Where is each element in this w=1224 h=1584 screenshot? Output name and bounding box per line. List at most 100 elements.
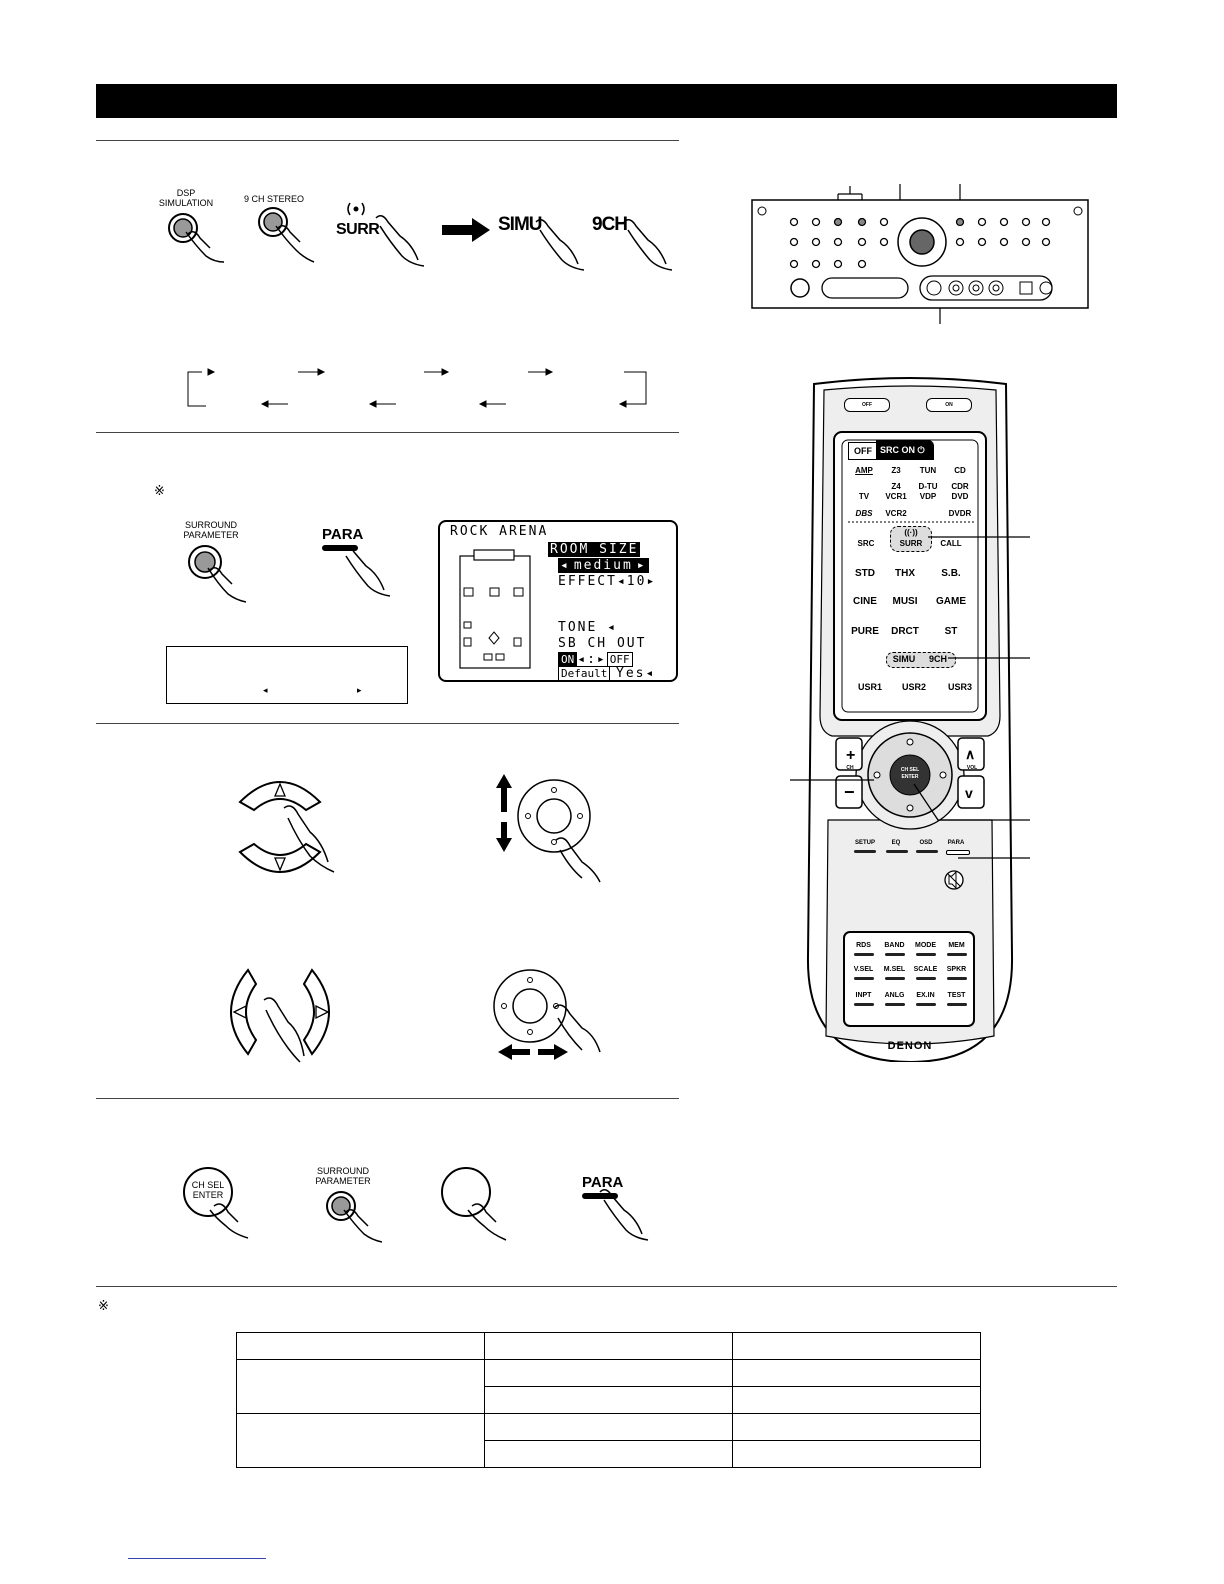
ch-sel-enter-button[interactable]: CH SEL ENTER [182, 1166, 266, 1247]
jog-dial-left-right[interactable] [490, 962, 620, 1066]
osd-default[interactable]: Default [558, 666, 611, 681]
osd-yes[interactable]: Yes [616, 666, 646, 681]
remote-vsel[interactable]: V.SEL [853, 966, 874, 973]
mode-cycle-diagram [187, 368, 647, 408]
speaker-layout-icon [459, 549, 531, 669]
remote-mem[interactable]: MEM [948, 942, 965, 949]
remote-dtu-vdp[interactable]: D-TU VDP [918, 482, 938, 501]
remote-inpt[interactable]: INPT [855, 992, 872, 999]
remote-anlg[interactable]: ANLG [884, 992, 905, 999]
remote-9ch[interactable]: 9CH [928, 654, 947, 664]
osd-on[interactable]: ON [558, 652, 578, 667]
remote-call[interactable]: CALL [940, 539, 962, 548]
osd-sb-ch-out[interactable]: SB CH OUT [558, 636, 647, 651]
pointing-hand-icon [341, 545, 391, 597]
remote-mode[interactable]: MODE [915, 942, 936, 949]
remote-tv[interactable]: TV [858, 492, 870, 501]
remote-src[interactable]: SRC [857, 539, 875, 548]
remote-tab-off[interactable]: OFF [848, 442, 878, 460]
table-row [237, 1440, 981, 1468]
osd-tone[interactable]: TONE [558, 620, 598, 635]
remote-setup[interactable]: SETUP [854, 840, 875, 846]
remote-cine[interactable]: CINE [853, 596, 877, 607]
osd-off[interactable]: OFF [606, 652, 633, 667]
pointing-hand-icon [623, 219, 673, 271]
surround-parameter-button[interactable] [322, 1190, 402, 1251]
osd-room-size[interactable]: ROOM SIZE [548, 542, 641, 557]
jog-dial-up-down[interactable] [490, 770, 640, 890]
remote-simu-9ch: SIMU 9CH [886, 652, 956, 668]
surr-button[interactable]: SURR [336, 200, 380, 239]
remote-usr2[interactable]: USR2 [901, 682, 926, 692]
divider [96, 723, 679, 724]
remote-test[interactable]: TEST [947, 992, 966, 999]
para-button[interactable]: PARA [322, 526, 363, 551]
remote-body: + − ∧ v [806, 377, 1014, 1062]
remote-st[interactable]: ST [944, 626, 958, 637]
remote-drct[interactable]: DRCT [891, 626, 919, 637]
footnote-mark: ※ [98, 1298, 109, 1313]
remote-z4-vcr1[interactable]: Z4 VCR1 [885, 482, 907, 501]
display-panel: ◂ ▸ [166, 646, 408, 704]
9ch-stereo-button[interactable] [256, 206, 336, 273]
divider [96, 1286, 1117, 1287]
left-right-cursor-buttons[interactable] [224, 966, 344, 1066]
remote-std[interactable]: STD [855, 568, 875, 579]
remote-cdr-dvd[interactable]: CDR DVD [951, 482, 969, 501]
up-down-cursor-buttons[interactable] [236, 770, 326, 886]
remote-vcr2[interactable]: VCR2 [885, 509, 907, 518]
divider [96, 432, 679, 433]
divider [96, 140, 679, 141]
simu-button[interactable]: SIMU [498, 214, 542, 235]
right-arrow-icon: ▸ [357, 685, 362, 695]
remote-amp[interactable]: AMP [855, 466, 873, 475]
remote-tab-src-on[interactable]: SRC ON ⏻ [876, 440, 934, 460]
remote-eq[interactable]: EQ [891, 840, 901, 846]
remote-usr1[interactable]: USR1 [857, 682, 882, 692]
remote-enter-button[interactable]: CH SEL ENTER [900, 767, 920, 780]
osd-effect-value: 10 [626, 574, 647, 589]
surr-label: SURR [336, 221, 380, 238]
dsp-simulation-label: DSP SIMULATION [158, 188, 214, 208]
pointing-hand-icon [283, 805, 335, 873]
remote-sb[interactable]: S.B. [941, 568, 961, 579]
remote-osd[interactable]: OSD [919, 840, 933, 846]
para-label: PARA [582, 1174, 624, 1191]
remote-off-button[interactable]: OFF [844, 398, 890, 412]
remote-dvdr[interactable]: DVDR [948, 509, 972, 518]
remote-musi[interactable]: MUSI [892, 596, 918, 607]
remote-cd[interactable]: CD [954, 466, 966, 475]
remote-surr[interactable]: ((·)) SURR [890, 526, 932, 552]
9ch-button[interactable]: 9CH [592, 214, 628, 235]
remote-simu[interactable]: SIMU [892, 654, 916, 664]
dsp-simulation-button[interactable] [166, 212, 246, 273]
remote-spkr[interactable]: SPKR [946, 966, 967, 973]
remote-band[interactable]: BAND [884, 942, 905, 949]
remote-vol-label: VOL [966, 765, 978, 771]
remote-dbs[interactable]: DBS [855, 509, 873, 518]
press-button-icon [188, 545, 247, 603]
osd-effect[interactable]: EFFECT [558, 574, 617, 589]
remote-game[interactable]: GAME [936, 596, 966, 607]
remote-msel[interactable]: M.SEL [883, 966, 906, 973]
remote-tun[interactable]: TUN [919, 466, 937, 475]
remote-on-button[interactable]: ON [926, 398, 972, 412]
remote-para[interactable]: PARA [947, 840, 965, 846]
remote-exin[interactable]: EX.IN [916, 992, 935, 999]
para-button[interactable]: PARA [582, 1174, 623, 1199]
remote-rds[interactable]: RDS [856, 942, 871, 949]
remote-z3[interactable]: Z3 [891, 466, 901, 475]
svg-text:−: − [844, 782, 855, 802]
remote-pure[interactable]: PURE [851, 626, 879, 637]
front-panel-diagram [751, 184, 1089, 324]
remote-usr3[interactable]: USR3 [947, 682, 972, 692]
remote-brand-logo: DENON [887, 1040, 933, 1052]
remote-thx[interactable]: THX [895, 568, 915, 579]
para-key [582, 1193, 618, 1199]
svg-text:v: v [965, 785, 973, 801]
remote-scale[interactable]: SCALE [913, 966, 938, 973]
round-button[interactable] [440, 1166, 530, 1251]
osd-room-size-value[interactable]: medium [571, 558, 635, 573]
surround-parameter-button[interactable] [184, 544, 274, 611]
round-button-icon [441, 1167, 507, 1241]
